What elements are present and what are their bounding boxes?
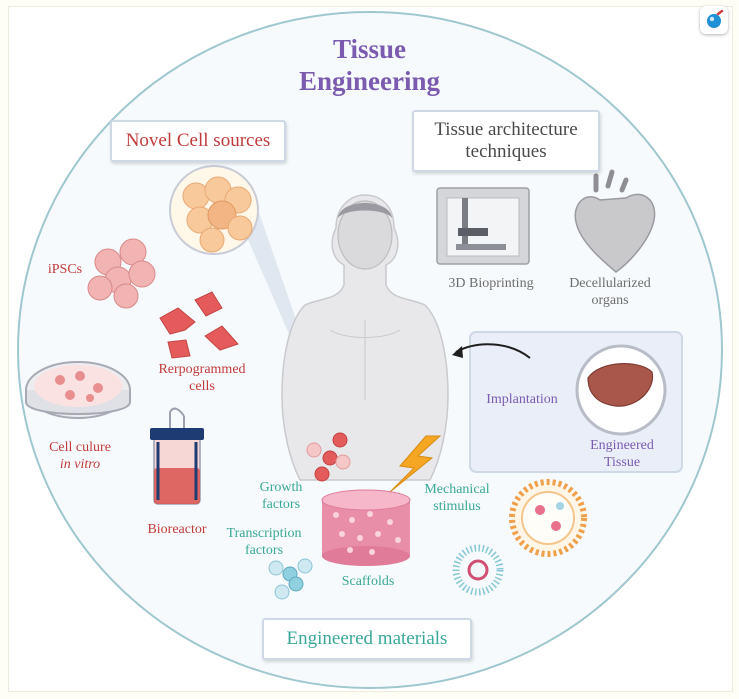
petri-dish-icon <box>25 361 131 419</box>
growth-factors-label: Growth factors <box>259 480 303 512</box>
human-body-icon <box>281 194 449 481</box>
cell-culture-text: Cell culure <box>49 440 111 455</box>
3d-printer-icon <box>436 187 530 265</box>
scaffold-cylinder-icon <box>321 489 411 566</box>
reprogrammed-cells-label: Rerpogrammed cells <box>158 362 246 394</box>
title-line-1: Tissue <box>332 34 407 64</box>
microscope-logo-icon <box>707 10 724 28</box>
liver-icon <box>587 363 654 407</box>
heart-organ-icon <box>574 169 656 273</box>
scaffolds-label: Scaffolds <box>341 574 395 589</box>
micelle-icon <box>452 544 504 596</box>
tissue-architecture-box: Tissue architecture techniques <box>412 110 600 172</box>
zoom-cone <box>236 210 305 350</box>
reprogrammed-cells-icon <box>159 291 239 359</box>
decellularized-organs-label: Decellularized organs <box>569 276 651 308</box>
cell-cluster-magnified-icon <box>169 165 259 255</box>
liposome-icon <box>509 479 587 557</box>
bioprinting-label: 3D Bioprinting <box>448 276 534 291</box>
ipsc-cells-icon <box>87 238 156 309</box>
corner-logo-button[interactable] <box>700 6 728 34</box>
lightning-bolt-icon <box>389 435 442 493</box>
mechanical-stimulus-label: Mechanical stimulus <box>424 482 490 514</box>
bioreactor-label: Bioreactor <box>147 522 207 537</box>
ipscs-label: iPSCs <box>47 262 83 277</box>
bioreactor-icon <box>150 407 204 505</box>
implantation-label: Implantation <box>486 392 558 407</box>
growth-factors-icon <box>306 432 351 482</box>
implantation-arrowhead <box>452 346 463 358</box>
engineered-tissue-label: Engineered Tissue <box>590 438 654 470</box>
cell-culture-italic-text: in vitro <box>59 456 101 472</box>
transcription-factors-label: Transcription factors <box>226 526 302 558</box>
novel-cell-sources-box: Novel Cell sources <box>110 120 286 162</box>
title-line-2: Engineering <box>298 66 440 96</box>
transcription-factors-icon <box>268 558 313 600</box>
implantation-arrow <box>455 343 531 359</box>
engineered-materials-box: Engineered materials <box>262 618 472 660</box>
cell-culture-label: Cell culure in vitro <box>30 440 130 474</box>
